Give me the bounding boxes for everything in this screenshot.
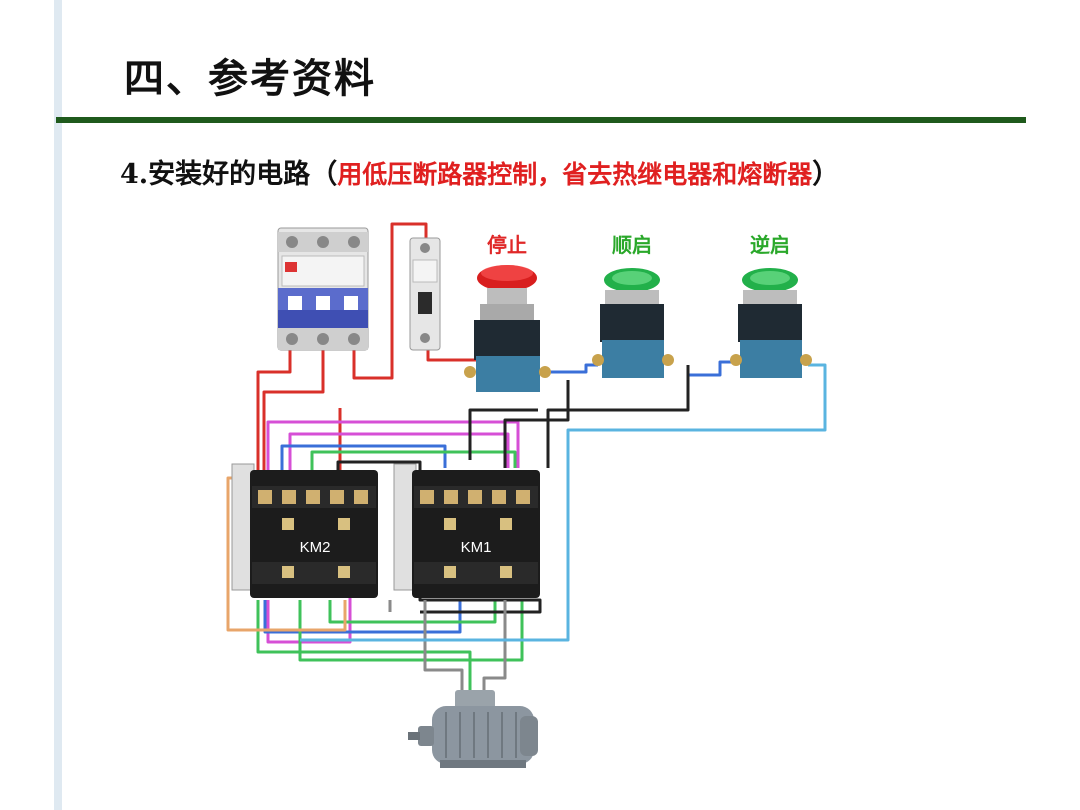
contactor-km2: KM2 — [231, 463, 378, 598]
motor — [408, 690, 538, 768]
slide-subtitle: 4.安装好的电路（用低压断路器控制，省去热继电器和熔断器） — [120, 152, 839, 191]
single-pole-breaker — [409, 237, 441, 351]
km1-label: KM1 — [461, 539, 492, 556]
forward-start-button: 顺启 — [592, 233, 674, 378]
slide-title: 四、参考资料 — [124, 56, 376, 102]
subtitle-paren-close: ） — [812, 159, 840, 190]
subtitle-note: 用低压断路器控制，省去热继电器和熔断器 — [337, 160, 813, 189]
wires-lightblue — [300, 363, 827, 642]
reverse-start-button: 逆启 — [730, 233, 812, 378]
title-divider — [56, 117, 1026, 123]
stop-button-label: 停止 — [487, 233, 527, 257]
km2-label: KM2 — [300, 539, 331, 556]
wires-gray — [388, 600, 507, 700]
wires-black — [336, 365, 690, 614]
reverse-start-label: 逆启 — [750, 233, 790, 257]
contactor-km1: KM1 — [393, 463, 540, 598]
stop-button: 停止 — [464, 233, 551, 392]
wires-red — [256, 222, 478, 480]
wires — [226, 222, 827, 700]
forward-start-label: 顺启 — [612, 233, 652, 257]
subtitle-paren-open: （ — [310, 159, 338, 190]
left-accent-bar — [54, 0, 62, 810]
subtitle-main: 4.安装好的电路 — [120, 159, 311, 190]
wires-green — [256, 450, 524, 690]
three-pole-breaker — [277, 227, 369, 351]
